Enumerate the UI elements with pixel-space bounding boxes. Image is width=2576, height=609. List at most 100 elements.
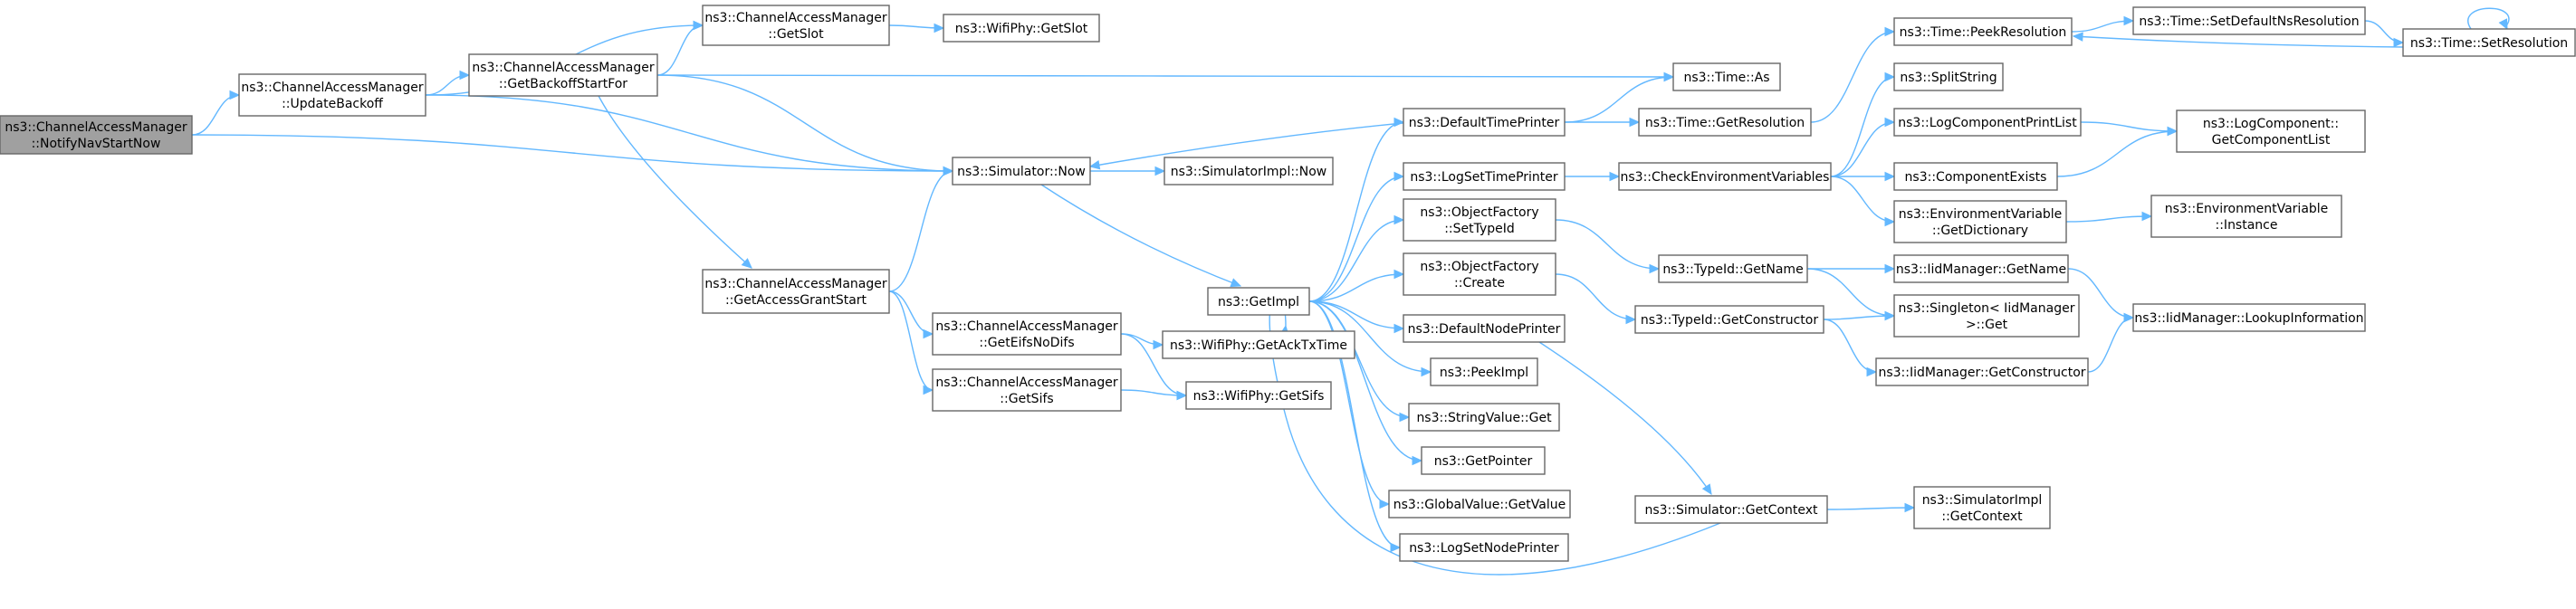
node-label: ::GetDictionary: [1932, 224, 2028, 238]
node-box: [0, 115, 193, 155]
edge-line: [1830, 121, 1895, 177]
edge-line: [2056, 130, 2178, 177]
graph-node[interactable]: ns3::ChannelAccessManager::GetSlot: [702, 5, 890, 46]
node-label: ns3::LogSetNodePrinter: [1409, 541, 1559, 556]
graph-edge: [2065, 211, 2153, 223]
graph-edge: [1555, 219, 1661, 274]
graph-edge: [2364, 20, 2405, 48]
edge-line: [888, 290, 934, 335]
graph-node[interactable]: ns3::ChannelAccessManager::GetBackoffSta…: [468, 53, 658, 97]
graph-node[interactable]: ns3::EnvironmentVariable::GetDictionary: [1893, 200, 2067, 243]
edge-arrowhead: [1399, 412, 1411, 423]
graph-node[interactable]: ns3::ComponentExists: [1893, 162, 2058, 191]
graph-node[interactable]: ns3::DefaultNodePrinter: [1403, 314, 1566, 343]
edge-arrowhead: [1649, 263, 1661, 274]
node-box: [1207, 287, 1310, 316]
graph-node[interactable]: ns3::SplitString: [1893, 62, 2004, 91]
node-label: ns3::LogSetTimePrinter: [1410, 170, 1558, 185]
node-box: [1618, 162, 1832, 191]
node-box: [1658, 254, 1808, 283]
graph-node[interactable]: ns3::ChannelAccessManager::GetSifs: [932, 368, 1122, 412]
edge-line: [597, 93, 752, 269]
graph-node[interactable]: ns3::IidManager::LookupInformation: [2132, 303, 2366, 332]
node-label: ns3::ChannelAccessManager: [935, 319, 1118, 334]
graph-node[interactable]: ns3::Singleton< IidManager >::Get: [1893, 294, 2080, 338]
graph-node[interactable]: ns3::EnvironmentVariable::Instance: [2150, 195, 2342, 238]
node-label: ns3::ChannelAccessManager: [241, 81, 424, 95]
graph-node[interactable]: ns3::GetPointer: [1421, 446, 1546, 475]
edge-line: [1564, 76, 1674, 123]
graph-node[interactable]: ns3::DefaultTimePrinter: [1403, 108, 1566, 137]
node-box: [943, 14, 1100, 43]
graph-edge: [1830, 117, 1896, 177]
node-label: ns3::Simulator::GetContext: [1644, 503, 1818, 518]
graph-node[interactable]: ns3::GetImpl: [1207, 287, 1310, 316]
graph-node[interactable]: ns3::WifiPhy::GetSlot: [943, 14, 1100, 43]
graph-node[interactable]: ns3::Time::PeekResolution: [1893, 17, 2073, 46]
node-box: [952, 157, 1091, 186]
edge-line: [656, 74, 1674, 78]
graph-node[interactable]: ns3::Time::GetResolution: [1638, 108, 1812, 137]
node-label: ns3::CheckEnvironmentVariables: [1621, 170, 1830, 185]
graph-node[interactable]: ns3::PeekImpl: [1430, 357, 1538, 386]
node-box: [1162, 330, 1355, 359]
graph-node[interactable]: ns3::LogSetNodePrinter: [1399, 533, 1569, 562]
edge-line: [1830, 176, 1895, 223]
edge-line: [1308, 300, 1401, 548]
graph-node[interactable]: ns3::GlobalValue::GetValue: [1388, 490, 1571, 519]
graph-edge: [1830, 71, 1896, 177]
graph-node[interactable]: ns3::LogSetTimePrinter: [1403, 162, 1566, 191]
graph-node[interactable]: ns3::LogComponent::GetComponentList: [2176, 109, 2366, 153]
graph-node[interactable]: ns3::Time::As: [1672, 62, 1781, 91]
node-label: ns3::ObjectFactory: [1420, 260, 1538, 274]
graph-edge: [2080, 121, 2179, 137]
graph-node[interactable]: ns3::IidManager::GetConstructor: [1875, 357, 2089, 386]
graph-node[interactable]: ns3::ObjectFactory::Create: [1403, 252, 1556, 296]
edge-arrowhead: [2123, 15, 2135, 26]
graph-node[interactable]: ns3::WifiPhy::GetAckTxTime: [1162, 330, 1355, 359]
graph-node[interactable]: ns3::Time::SetResolution: [2402, 28, 2576, 57]
graph-node[interactable]: ns3::ChannelAccessManager::NotifyNavStar…: [0, 115, 193, 155]
node-label: ns3::Singleton< IidManager: [1899, 301, 2075, 316]
graph-node[interactable]: ns3::Simulator::Now: [952, 157, 1091, 186]
edge-arrowhead: [1088, 160, 1101, 170]
graph-node[interactable]: ns3::Time::SetDefaultNsResolution: [2132, 6, 2366, 35]
graph-node[interactable]: ns3::StringValue::Get: [1408, 403, 1560, 432]
graph-node[interactable]: ns3::TypeId::GetName: [1658, 254, 1808, 283]
graph-edge: [1565, 117, 1641, 128]
graph-edge: [425, 70, 471, 96]
graph-node[interactable]: ns3::ChannelAccessManager::GetEifsNoDifs: [932, 312, 1122, 356]
graph-node[interactable]: ns3::SimulatorImpl::GetContext: [1913, 486, 2051, 529]
graph-node[interactable]: ns3::WifiPhy::GetSifs: [1185, 381, 1332, 410]
edge-arrowhead: [1393, 117, 1405, 128]
graph-node[interactable]: ns3::TypeId::GetConstructor: [1634, 305, 1824, 334]
graph-node[interactable]: ns3::CheckEnvironmentVariables: [1618, 162, 1832, 191]
edge-arrowhead: [1379, 499, 1391, 509]
edge-line: [888, 290, 934, 391]
graph-edge: [2071, 15, 2135, 33]
node-label: ::Instance: [2216, 218, 2278, 233]
graph-edge: [1308, 300, 1432, 377]
edge-line: [1308, 300, 1422, 462]
graph-node[interactable]: ns3::SimulatorImpl::Now: [1164, 157, 1334, 186]
node-box: [1875, 357, 2089, 386]
edge-line: [656, 74, 953, 172]
graph-node[interactable]: ns3::ChannelAccessManager::UpdateBackoff: [238, 73, 426, 117]
graph-edge: [597, 93, 752, 269]
graph-edge: [191, 134, 954, 176]
graph-node[interactable]: ns3::ObjectFactory::SetTypeId: [1403, 198, 1556, 242]
node-box: [1893, 254, 2069, 283]
edge-arrowhead: [934, 23, 945, 33]
node-box: [1893, 62, 2004, 91]
edge-arrowhead: [2123, 312, 2135, 323]
node-box: [2132, 303, 2366, 332]
graph-node[interactable]: ns3::Simulator::GetContext: [1634, 495, 1828, 524]
graph-edge: [888, 166, 954, 292]
node-box: [702, 269, 890, 314]
node-label: ns3::ObjectFactory: [1420, 205, 1538, 220]
edge-arrowhead: [1866, 366, 1878, 377]
graph-node[interactable]: ns3::IidManager::GetName: [1893, 254, 2069, 283]
graph-node[interactable]: ns3::ChannelAccessManager::GetAccessGran…: [702, 269, 890, 314]
node-box: [1408, 403, 1560, 432]
graph-node[interactable]: ns3::LogComponentPrintList: [1893, 108, 2082, 137]
